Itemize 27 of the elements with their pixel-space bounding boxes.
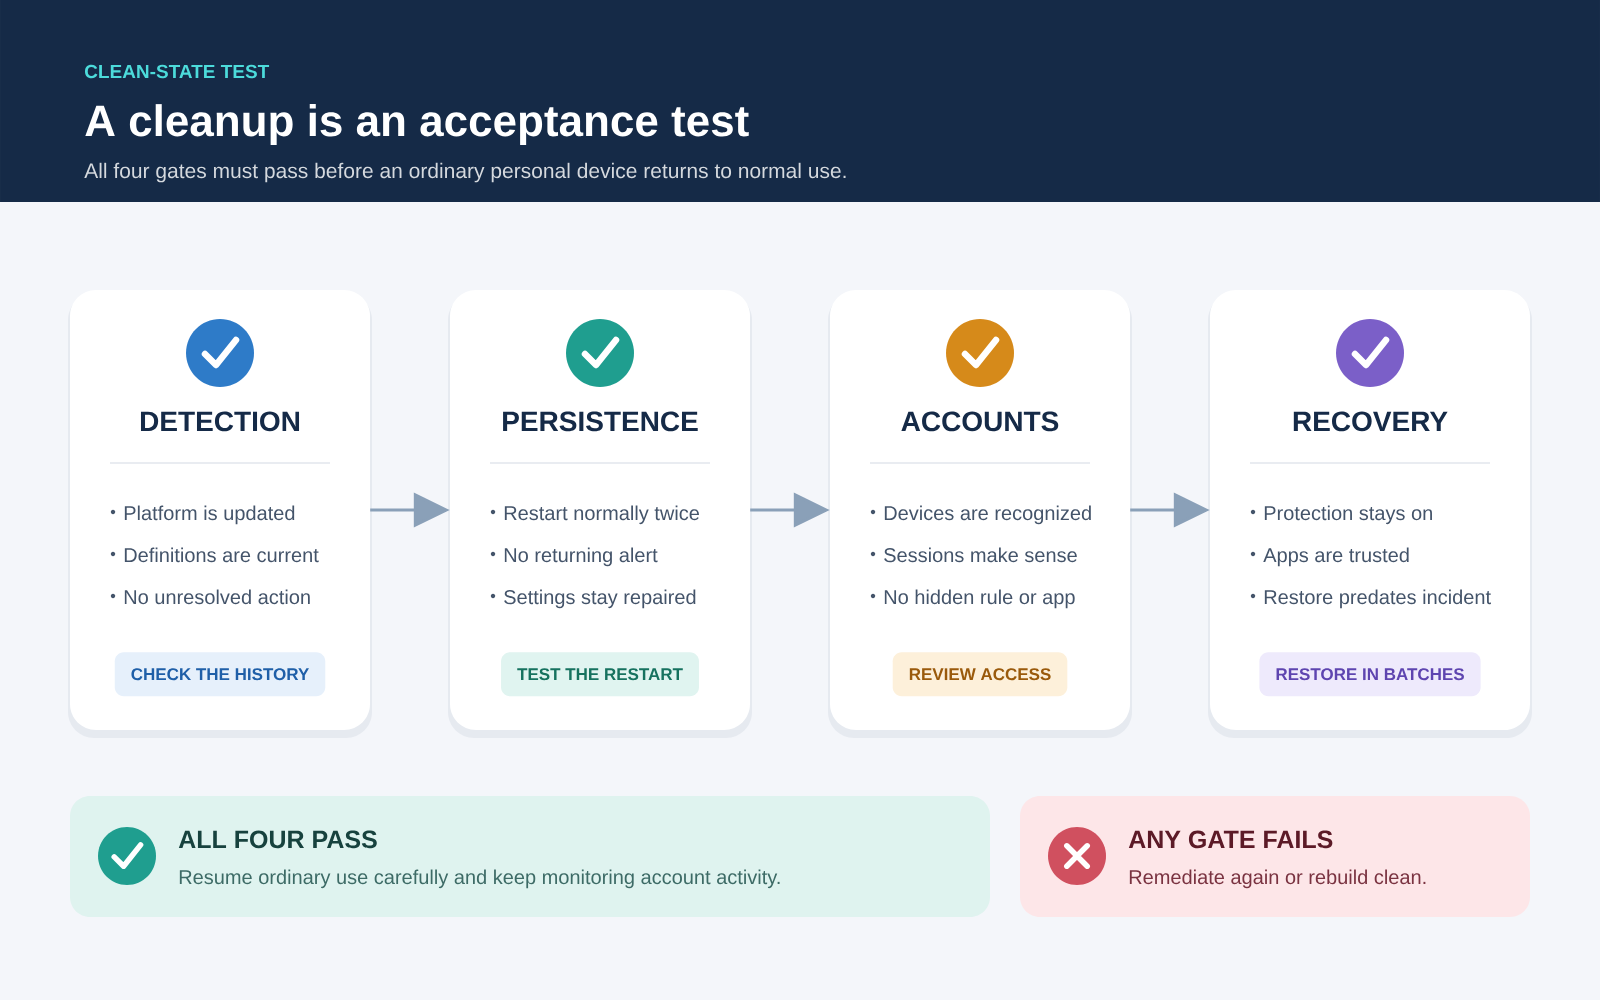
card-heading: DETECTION [141,411,299,432]
panel-heading: ALL FOUR PASS [178,830,377,849]
action-pill: TEST THE RESTART [501,652,699,697]
bullet-item: No unresolved action [110,589,310,605]
card-heading: ACCOUNTS [901,411,1059,432]
action-pill: RESTORE IN BATCHES [1259,652,1481,697]
panel-heading: ANY GATE FAILS [1128,830,1333,849]
bullet-item: Settings stay repaired [490,589,696,609]
bullet-item: Sessions make sense [870,547,1077,563]
action-pill: CHECK THE HISTORY [114,652,326,697]
subtitle: All four gates must pass before an ordinary personal device returns to normal use. [84,162,846,183]
bullet-item: Definitions are current [110,547,319,563]
bullet-item: Restart normally twice [490,505,699,525]
title: A cleanup is an acceptance test [85,104,749,146]
eyebrow: CLEAN-STATE TEST [85,64,270,79]
bullet-item: Restore predates incident [1250,589,1491,609]
card-heading: PERSISTENCE [503,411,698,432]
bullet-item: Devices are recognized [870,505,1091,525]
panel-text: Remediate again or rebuild clean. [1129,869,1426,889]
bullet-item: Platform is updated [110,505,295,525]
panel-text: Resume ordinary use carefully and keep monitoring account activity. [179,869,780,889]
card-heading: RECOVERY [1293,411,1448,432]
action-pill: REVIEW ACCESS [892,652,1068,697]
bullet-item: Protection stays on [1250,505,1432,525]
bullet-item: No returning alert [490,547,658,567]
bullet-item: Apps are trusted [1250,547,1409,567]
bullet-item: No hidden rule or app [870,589,1075,609]
